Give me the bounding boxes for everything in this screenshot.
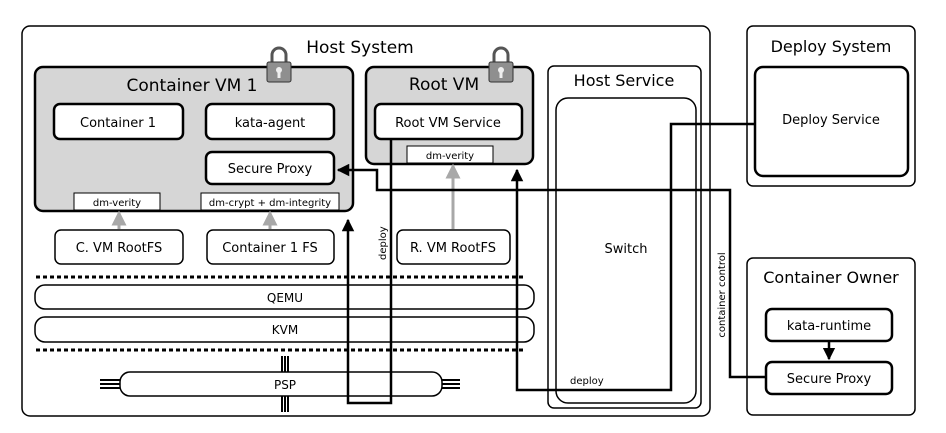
container-fs-box	[206, 229, 335, 265]
container-vm-title: Container VM 1	[127, 76, 258, 96]
switch-label: Switch	[605, 242, 648, 257]
psp-label: PSP	[274, 378, 296, 392]
switch-box	[555, 97, 697, 404]
deploy-bottom-label: deploy	[570, 376, 604, 387]
kata-agent-label: kata-agent	[235, 116, 306, 131]
padlock-icon	[488, 46, 514, 83]
kata-runtime-label: kata-runtime	[787, 319, 871, 334]
deploy-path-to-root-vm	[510, 122, 754, 392]
container-control-label: container control	[717, 252, 728, 337]
vm-secure-proxy-box	[204, 150, 336, 186]
kvm-bar	[34, 316, 535, 343]
padlock-icon	[266, 46, 292, 83]
container-control-path	[336, 163, 765, 379]
host-system-title: Host System	[306, 38, 414, 58]
kvm-label: KVM	[272, 323, 298, 337]
deploy-service-label: Deploy Service	[782, 113, 880, 128]
vm-secure-proxy-label: Secure Proxy	[228, 162, 313, 177]
container-1-box	[52, 102, 185, 141]
kata-agent-box	[204, 102, 336, 141]
container-fs-label: Container 1 FS	[222, 241, 318, 256]
cvm-rootfs-label: C. VM RootFS	[76, 241, 163, 256]
kata-runtime-box	[764, 307, 894, 343]
dm-crypt-box	[200, 192, 340, 211]
deploy-path-to-container-vm	[341, 140, 393, 405]
rvm-dm-verity-label: dm-verity	[426, 151, 474, 162]
psp-connector-lines	[100, 356, 460, 412]
cvm-dm-verity-box	[73, 192, 161, 211]
qemu-bar	[34, 284, 535, 310]
qemu-label: QEMU	[267, 291, 303, 305]
root-vm-service-label: Root VM Service	[395, 116, 501, 131]
psp-bar	[119, 371, 443, 397]
deploy-vertical-label: deploy	[378, 226, 389, 260]
cvm-dm-verity-label: dm-verity	[93, 198, 141, 209]
owner-secure-proxy-label: Secure Proxy	[787, 372, 872, 387]
container-1-label: Container 1	[80, 116, 156, 131]
deploy-service-box	[753, 65, 910, 178]
root-vm-service-box	[373, 102, 524, 141]
host-service-title: Host Service	[574, 71, 675, 90]
owner-secure-proxy-box	[764, 360, 894, 396]
root-vm-title: Root VM	[409, 75, 479, 95]
rvm-rootfs-label: R. VM RootFS	[410, 241, 496, 256]
cvm-rootfs-box	[54, 229, 184, 265]
rvm-rootfs-box	[396, 229, 511, 265]
rvm-dm-verity-box	[406, 145, 494, 164]
deploy-system-title: Deploy System	[771, 37, 892, 56]
container-owner-title: Container Owner	[763, 268, 899, 287]
dm-crypt-label: dm-crypt + dm-integrity	[209, 198, 331, 209]
